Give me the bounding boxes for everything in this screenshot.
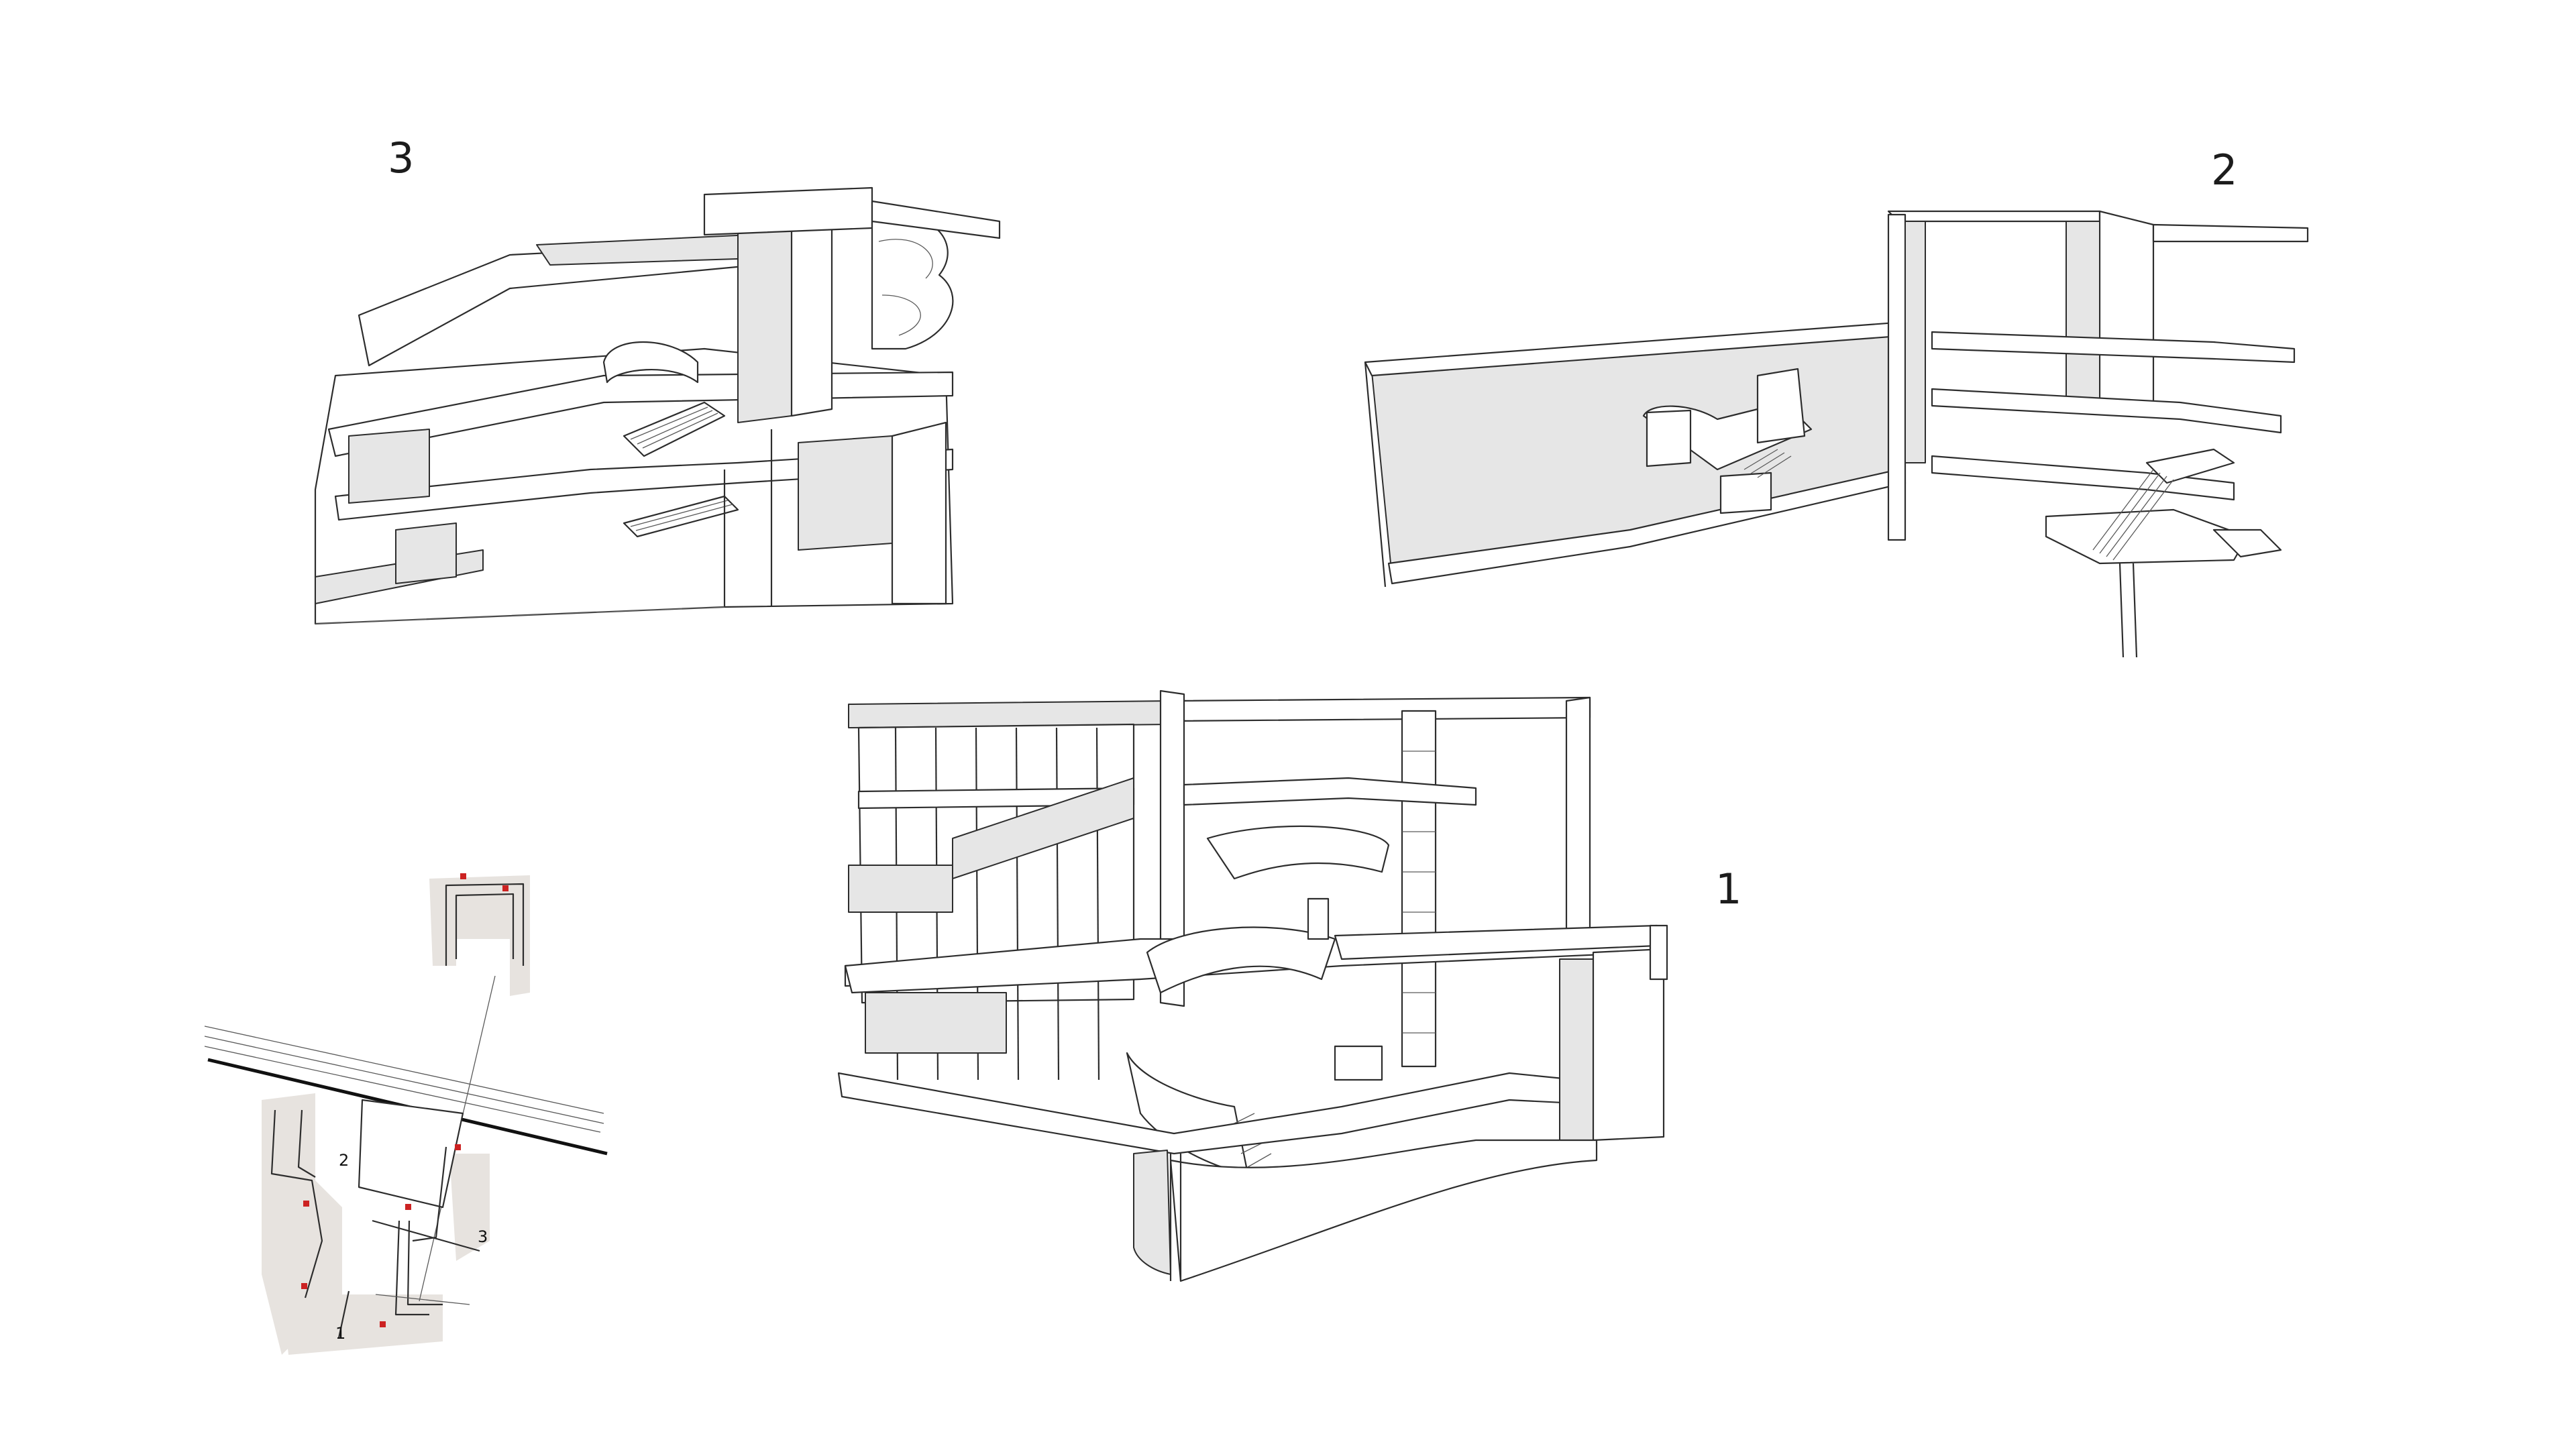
axonometric-view-2 bbox=[1364, 210, 2309, 658]
plan-shading-right bbox=[449, 1154, 490, 1261]
marker bbox=[460, 873, 466, 879]
marker bbox=[303, 1201, 309, 1207]
axonometric-view-1 bbox=[837, 689, 1668, 1282]
plan-label-1: 1 bbox=[335, 1324, 345, 1343]
plan-label-3: 3 bbox=[478, 1227, 488, 1246]
marker bbox=[380, 1321, 386, 1327]
plan-shading-bottom bbox=[282, 1294, 443, 1355]
marker bbox=[405, 1204, 411, 1210]
view-3-number: 3 bbox=[388, 133, 415, 182]
plan-shading-left bbox=[262, 1093, 342, 1355]
plan-shading-top bbox=[429, 875, 530, 996]
marker bbox=[301, 1283, 307, 1289]
marker bbox=[502, 885, 508, 891]
view-2-number: 2 bbox=[2211, 146, 2238, 195]
marker bbox=[455, 1144, 461, 1150]
view-1-number: 1 bbox=[1715, 865, 1742, 913]
site-plan: 2 3 1 bbox=[204, 873, 608, 1355]
plan-label-2: 2 bbox=[339, 1151, 349, 1170]
axonometric-view-3 bbox=[314, 186, 1001, 625]
